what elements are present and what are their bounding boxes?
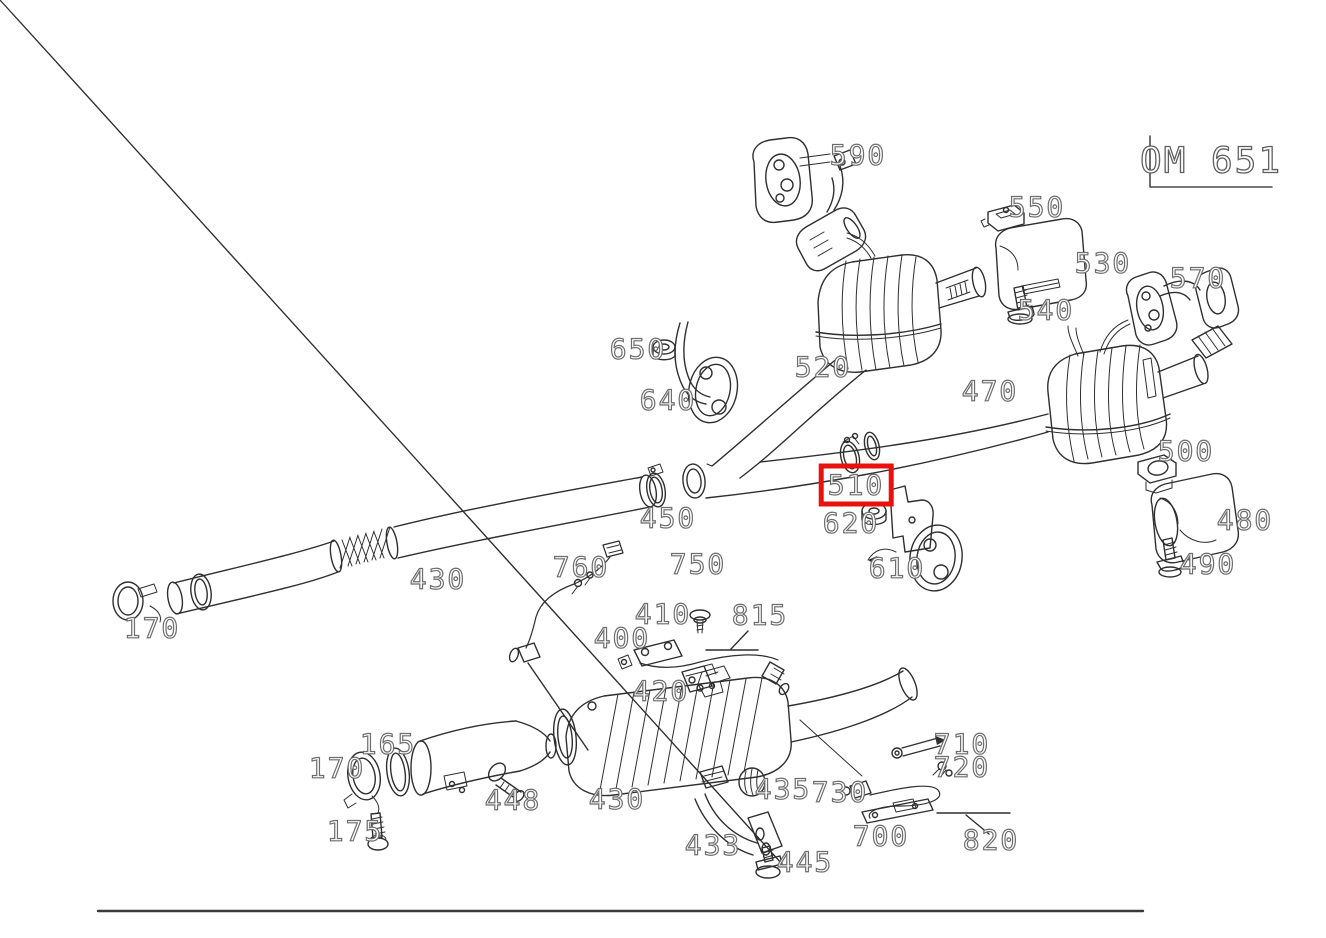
clamp-170-cat	[343, 751, 381, 814]
bolt-445	[0, 0, 783, 879]
part-label-650: 650	[609, 332, 667, 366]
part-label-410: 410	[634, 597, 692, 631]
hanger-640	[674, 321, 739, 424]
part-label-433: 433	[684, 828, 742, 862]
part-label-430: 430	[409, 562, 467, 596]
part-label-510: 510	[818, 463, 894, 507]
hanger-590	[752, 136, 867, 272]
part-label-700: 700	[852, 819, 910, 853]
part-label-815: 815	[731, 598, 789, 632]
part-label-175: 175	[326, 814, 384, 848]
nut-620	[861, 502, 887, 526]
part-label-710: 710	[933, 727, 991, 761]
clamp-500	[1137, 454, 1177, 494]
part-label-820: 820	[962, 823, 1020, 857]
muffler-520	[815, 232, 987, 373]
part-label-760: 760	[552, 550, 610, 584]
bolt-448	[487, 762, 525, 802]
part-label-445: 445	[776, 845, 834, 879]
part-label-170: 170	[308, 751, 366, 785]
bolt-710	[891, 736, 946, 759]
leader-line-820	[936, 812, 1011, 835]
mid-pipe	[787, 667, 918, 777]
part-label-430: 430	[588, 782, 646, 816]
part-label-530: 530	[1074, 246, 1132, 280]
part-label-730: 730	[811, 775, 869, 809]
clip-720	[932, 761, 953, 777]
clamp-510	[839, 432, 861, 474]
part-label-750: 750	[669, 547, 727, 581]
probe-wire-815	[639, 630, 790, 696]
sensor-harness-750	[508, 540, 624, 663]
part-label-520: 520	[794, 350, 852, 384]
engine-code-label: OM 651	[1139, 140, 1283, 182]
part-label-420: 420	[632, 674, 690, 708]
clamp-170-front	[112, 581, 161, 623]
y-pipe	[682, 355, 1049, 499]
screw-490	[1156, 537, 1185, 578]
part-label-550: 550	[1008, 190, 1066, 224]
clamp-450	[645, 463, 667, 508]
part-label-450: 450	[639, 501, 697, 535]
grommet-435	[738, 767, 766, 797]
cat-inlet-pipe	[410, 720, 557, 796]
bracket-700	[861, 798, 934, 824]
catalytic-converter	[552, 665, 792, 797]
part-label-400: 400	[593, 621, 651, 655]
part-label-590: 590	[829, 138, 887, 172]
part-label-165: 165	[359, 727, 417, 761]
gasket-165	[385, 747, 411, 797]
front-pipe	[166, 474, 658, 615]
part-label-435: 435	[754, 772, 812, 806]
part-label-620: 620	[822, 506, 880, 540]
part-label-170: 170	[123, 611, 181, 645]
bolt-175	[367, 812, 389, 851]
part-label-500: 500	[1157, 434, 1215, 468]
hanger-570	[1125, 267, 1240, 359]
leader-line-sensor	[527, 662, 589, 751]
part-label-470: 470	[961, 374, 1019, 408]
muffler-470	[1045, 319, 1209, 465]
flange-ring-510	[863, 431, 881, 461]
bolt-410	[689, 609, 711, 634]
part-label-720: 720	[933, 750, 991, 784]
part-label-540: 540	[1017, 293, 1075, 327]
part-label-610: 610	[868, 551, 926, 585]
clamp-550	[980, 204, 1025, 232]
part-label-490: 490	[1179, 547, 1237, 581]
engine-code-frame	[1149, 135, 1273, 188]
screw-540	[1007, 285, 1035, 325]
part-label-640: 640	[639, 383, 697, 417]
module-400	[617, 639, 683, 670]
tip-cover-480	[1150, 472, 1240, 564]
part-label-570: 570	[1169, 261, 1227, 295]
part-label-480: 480	[1216, 503, 1274, 537]
bracket-610	[867, 485, 963, 592]
gasket-ring-front	[190, 573, 212, 611]
part-label-448: 448	[484, 783, 542, 817]
